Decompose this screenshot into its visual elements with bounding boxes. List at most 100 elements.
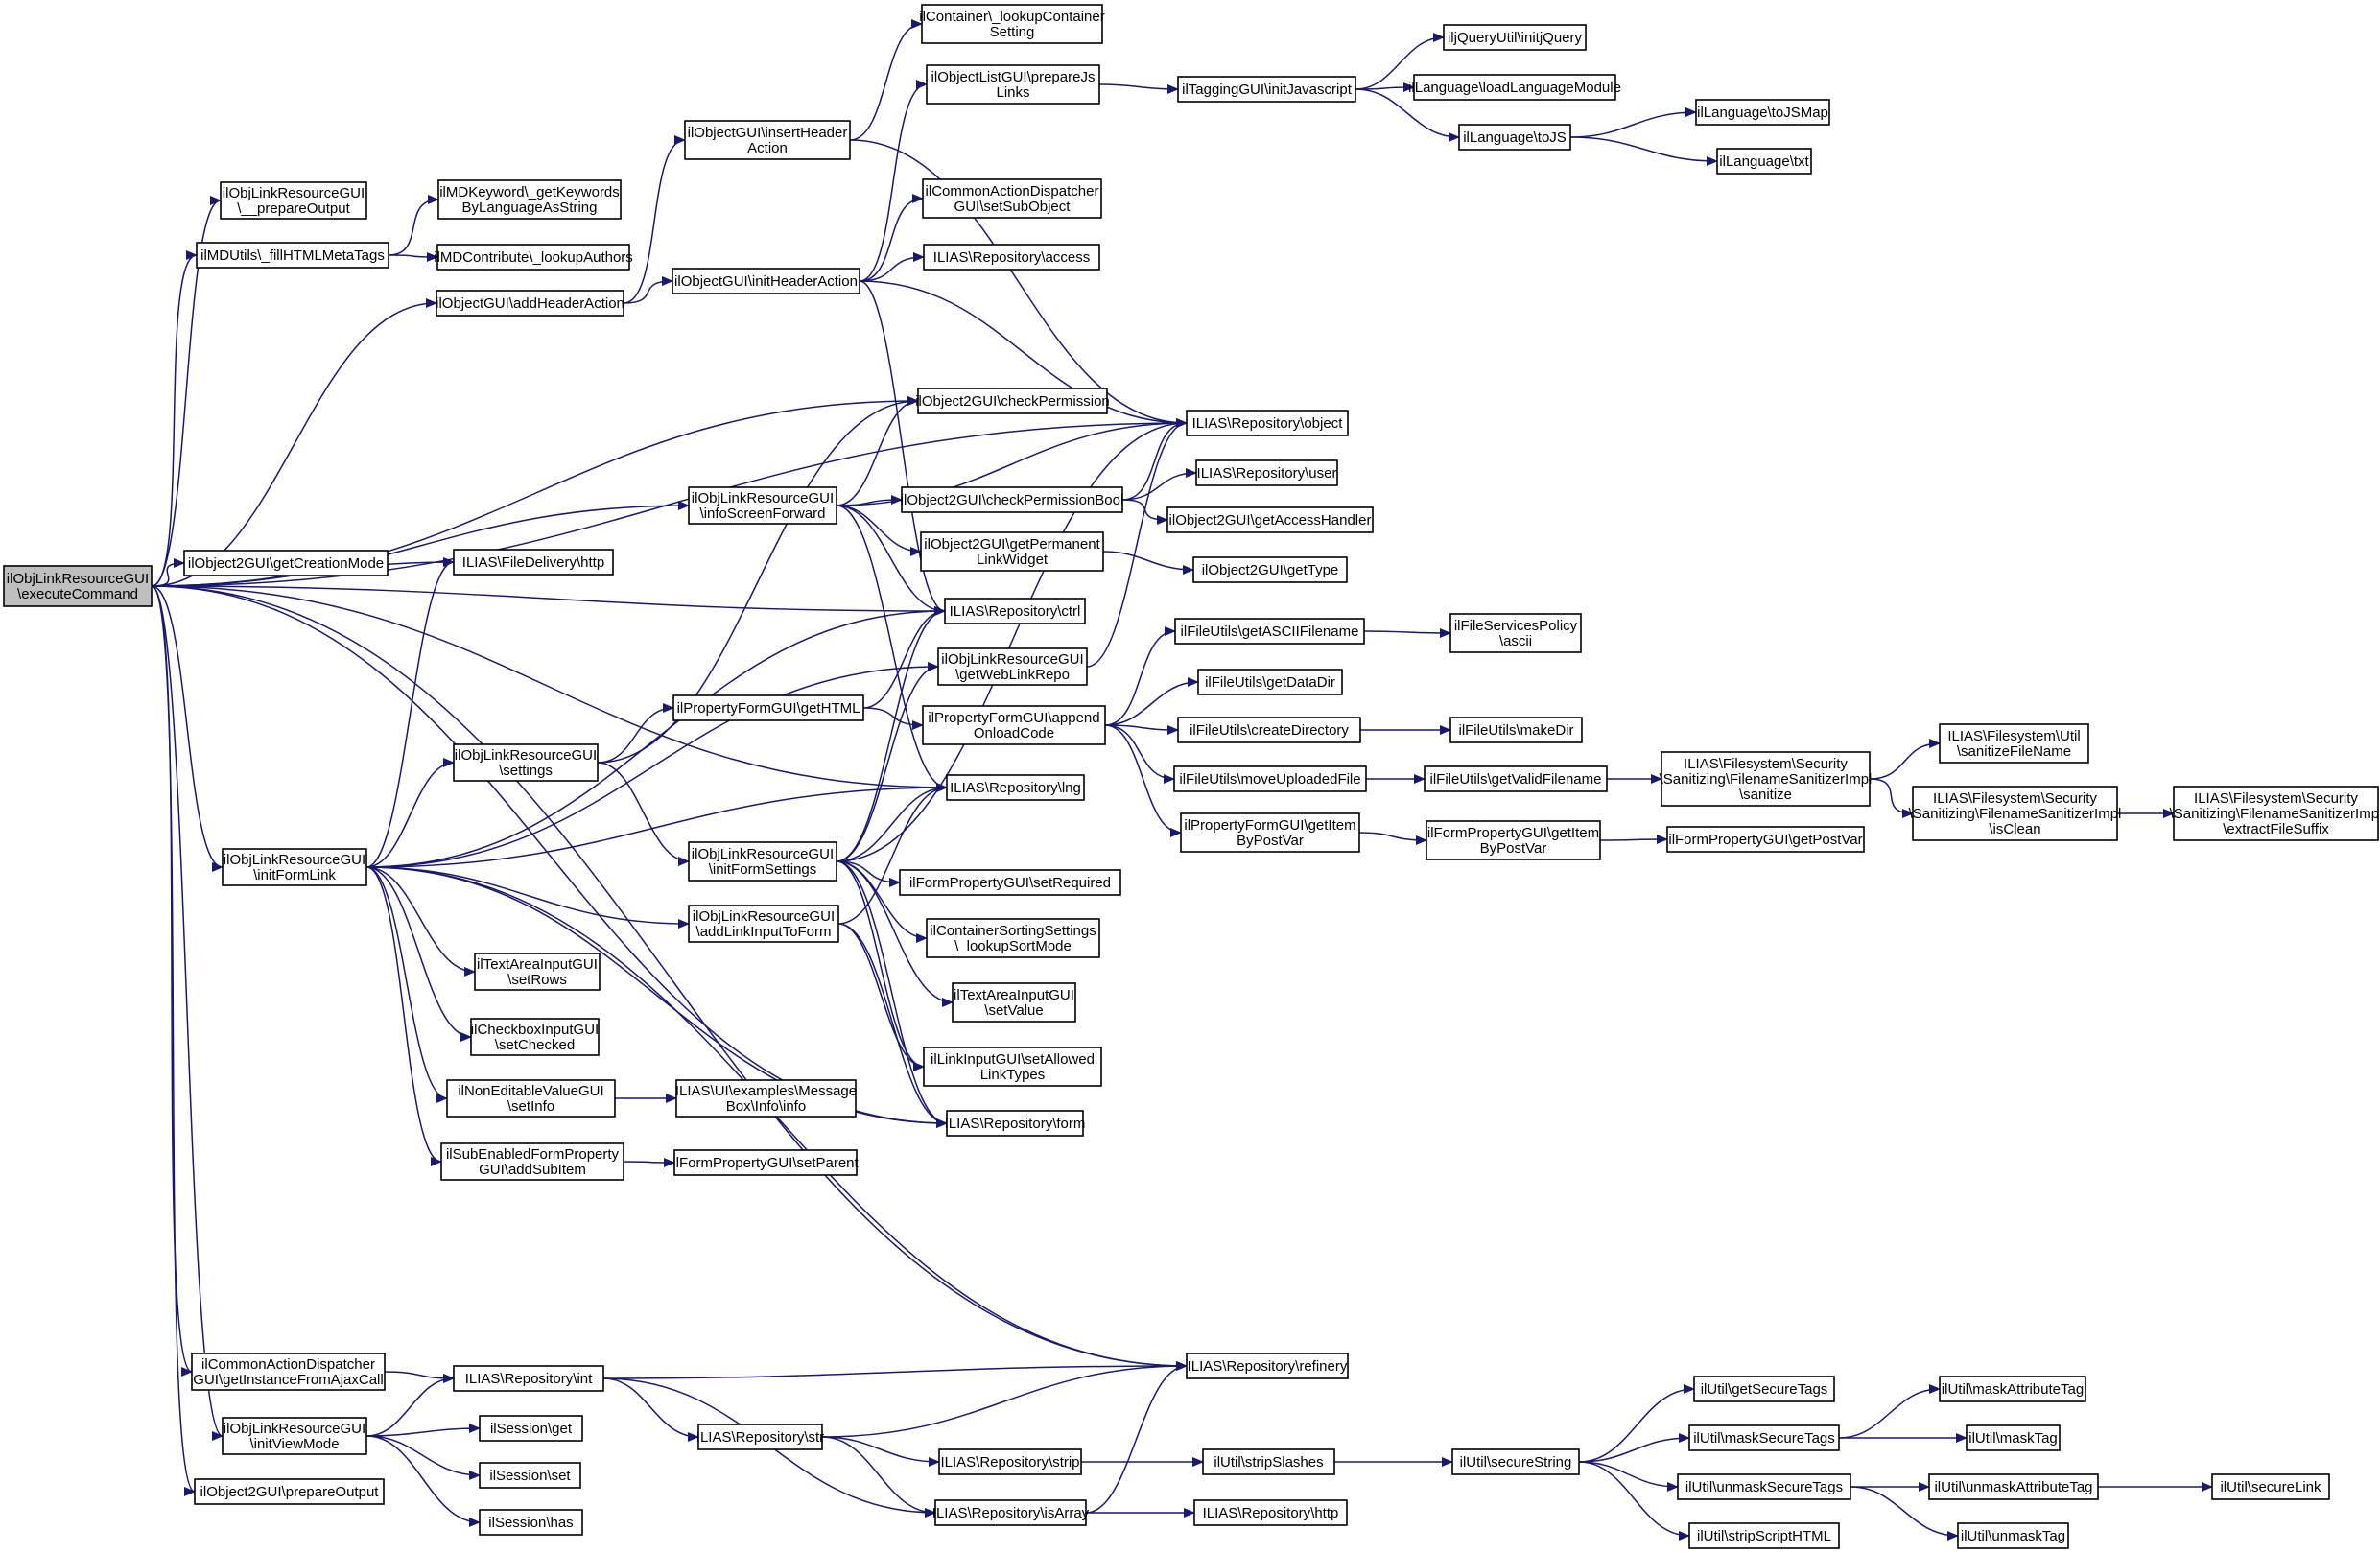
node-addlinkinput[interactable]: ilObjLinkResourceGUI\addLinkInputToForm: [688, 905, 839, 943]
node-box: [672, 694, 864, 721]
node-box: [479, 1462, 581, 1489]
node-maskattr[interactable]: ilUtil\maskAttributeTag: [1939, 1376, 2086, 1402]
node-extractsuffix[interactable]: ILIAS\Filesystem\Security\Sanitizing\Fil…: [2170, 786, 2380, 841]
node-getdatadir[interactable]: ilFileUtils\getDataDir: [1197, 669, 1343, 695]
node-sesshas[interactable]: ilSession\has: [479, 1509, 583, 1536]
node-initheader[interactable]: ilObjectGUI\initHeaderAction: [672, 268, 860, 294]
node-checkperm[interactable]: ilObject2GUI\checkPermission: [915, 388, 1110, 414]
node-nonedit[interactable]: ilNonEditableValueGUI\setInfo: [446, 1079, 616, 1118]
node-box: [1186, 410, 1349, 436]
node-box: [1193, 1499, 1348, 1526]
node-isclean[interactable]: ILIAS\Filesystem\Security\Sanitizing\Fil…: [1909, 786, 2122, 841]
node-checkpermbool[interactable]: ilObject2GUI\checkPermissionBool: [901, 486, 1124, 513]
node-tagging[interactable]: ilTaggingGUI\initJavascript: [1177, 76, 1356, 103]
node-securelink[interactable]: ilUtil\secureLink: [2211, 1473, 2330, 1500]
node-accesshandler[interactable]: ilObject2GUI\getAccessHandler: [1166, 506, 1374, 533]
node-unmasksecure[interactable]: ilUtil\unmaskSecureTags: [1677, 1473, 1851, 1500]
node-reporefinery[interactable]: ILIAS\Repository\refinery: [1186, 1353, 1349, 1379]
node-box: [3, 565, 153, 607]
node-repohttp[interactable]: ILIAS\Repository\http: [1193, 1499, 1348, 1526]
node-repoobject[interactable]: ILIAS\Repository\object: [1186, 410, 1349, 436]
node-stripscript[interactable]: ilUtil\stripScriptHTML: [1688, 1522, 1840, 1549]
node-jquery[interactable]: iljQueryUtil\initjQuery: [1443, 24, 1587, 51]
edge-formpropgetitem-to-getpostvar: [1599, 835, 1668, 845]
node-cadgetinst[interactable]: ilCommonActionDispatcherGUI\getInstanceF…: [191, 1353, 386, 1391]
node-settings[interactable]: ilObjLinkResourceGUI\settings: [453, 743, 599, 782]
node-langtojs[interactable]: ilLanguage\toJS: [1458, 124, 1571, 151]
node-langtxt[interactable]: ilLanguage\txt: [1716, 148, 1812, 175]
node-filedelivery[interactable]: ILIAS\FileDelivery\http: [453, 549, 614, 576]
node-filepolicy[interactable]: ilFileServicesPolicy\ascii: [1449, 613, 1582, 653]
node-repoform[interactable]: ILIAS\Repository\form: [945, 1110, 1086, 1137]
node-mdcontribute[interactable]: ilMDContribute\_lookupAuthors: [434, 244, 633, 271]
node-moveupload[interactable]: ilFileUtils\moveUploadedFile: [1173, 765, 1367, 792]
node-utilstrip[interactable]: ilUtil\stripSlashes: [1202, 1448, 1335, 1475]
node-makedir[interactable]: ilFileUtils\makeDir: [1449, 717, 1583, 743]
node-unmasktag[interactable]: ilUtil\unmaskTag: [1957, 1522, 2069, 1549]
node-label-line: ilSubEnabledFormProperty: [446, 1146, 620, 1163]
node-langtojsmap[interactable]: ilLanguage\toJSMap: [1695, 99, 1830, 126]
node-infoscreen[interactable]: ilObjLinkResourceGUI\infoScreenForward: [688, 486, 837, 525]
node-prepout2[interactable]: ilObjLinkResourceGUI\__prepareOutput: [220, 181, 367, 220]
node-label-line: ilObject2GUI\checkPermission: [915, 393, 1110, 410]
node-mdutils[interactable]: ilMDUtils\_fillHTMLMetaTags: [196, 242, 389, 269]
node-addheader[interactable]: ilObjectGUI\addHeaderAction: [436, 290, 624, 317]
node-sessset[interactable]: ilSession\set: [479, 1462, 581, 1489]
node-sanitize[interactable]: ILIAS\Filesystem\Security\Sanitizing\Fil…: [1660, 751, 1873, 807]
node-initformlink[interactable]: ilObjLinkResourceGUI\initFormLink: [222, 848, 367, 886]
node-setrows[interactable]: ilTextAreaInputGUI\setRows: [474, 953, 601, 991]
node-securestring[interactable]: ilUtil\secureString: [1451, 1448, 1580, 1475]
node-prepareoutput[interactable]: ilObject2GUI\prepareOutput: [194, 1478, 385, 1505]
node-repoisarray[interactable]: ILIAS\Repository\isArray: [932, 1499, 1090, 1526]
node-layer: ilObjLinkResourceGUI\executeCommand ilObj…: [3, 4, 2380, 1549]
node-sessget[interactable]: ilSession\get: [479, 1415, 583, 1442]
node-box: [196, 242, 389, 269]
edge-initformsettings-to-setrequired: [836, 860, 901, 887]
node-initviewmode[interactable]: ilObjLinkResourceGUI\initViewMode: [222, 1417, 367, 1455]
node-masktag[interactable]: ilUtil\maskTag: [1966, 1424, 2061, 1451]
node-repostr[interactable]: ILIAS\Repository\str: [696, 1424, 824, 1450]
node-setchecked[interactable]: ilCheckboxInputGUI\setChecked: [470, 1018, 600, 1056]
node-repoctrl[interactable]: ILIAS\Repository\ctrl: [944, 598, 1086, 624]
node-getvalid[interactable]: ilFileUtils\getValidFilename: [1424, 765, 1608, 792]
node-setrequired[interactable]: ilFormPropertyGUI\setRequired: [899, 869, 1121, 896]
edge-tagging-to-langload: [1355, 82, 1415, 93]
node-repostrip[interactable]: ILIAS\Repository\strip: [938, 1448, 1082, 1475]
node-getweblink[interactable]: ilObjLinkResourceGUI\getWebLinkRepo: [937, 647, 1088, 686]
node-gettype[interactable]: ilObject2GUI\getType: [1192, 556, 1348, 583]
node-getascii[interactable]: ilFileUtils\getASCIIFilename: [1174, 618, 1365, 645]
node-masksecure[interactable]: ilUtil\maskSecureTags: [1688, 1424, 1840, 1451]
node-label-line: ILIAS\UI\examples\Message: [675, 1083, 857, 1099]
node-sanitizefilename[interactable]: ILIAS\Filesystem\Util\sanitizeFileName: [1939, 723, 2089, 764]
node-initformsettings[interactable]: ilObjLinkResourceGUI\initFormSettings: [688, 841, 837, 882]
node-createdir[interactable]: ilFileUtils\createDirectory: [1177, 717, 1361, 743]
node-getsecuretags[interactable]: ilUtil\getSecureTags: [1693, 1376, 1835, 1402]
node-label-line: ilNonEditableValueGUI: [458, 1083, 603, 1099]
node-repoaccess[interactable]: ILIAS\Repository\access: [923, 244, 1100, 271]
node-langload[interactable]: ilLanguage\loadLanguageModule: [1408, 74, 1621, 101]
node-repouser[interactable]: ILIAS\Repository\user: [1195, 459, 1338, 486]
node-execute[interactable]: ilObjLinkResourceGUI\executeCommand: [3, 565, 153, 607]
node-setparent[interactable]: ilFormPropertyGUI\setParent: [672, 1149, 860, 1176]
node-creationmode[interactable]: ilObject2GUI\getCreationMode: [183, 550, 389, 576]
node-unmaskattr[interactable]: ilUtil\unmaskAttributeTag: [1928, 1473, 2099, 1500]
node-propgethtml[interactable]: ilPropertyFormGUI\getHTML: [672, 694, 864, 721]
node-getpostvar[interactable]: ilFormPropertyGUI\getPostVar: [1666, 826, 1865, 853]
node-repoint[interactable]: ILIAS\Repository\int: [453, 1365, 604, 1392]
node-setvalue[interactable]: ilTextAreaInputGUI\setValue: [952, 982, 1076, 1023]
node-sortmode[interactable]: ilContainerSortingSettings\_lookupSortMo…: [926, 918, 1100, 958]
edge-initheader-to-repoctrl: [859, 280, 946, 616]
node-repolng[interactable]: ILIAS\Repository\lng: [946, 774, 1085, 801]
node-mdkeyword[interactable]: ilMDKeyword\_getKeywordsByLanguageAsStri…: [437, 179, 622, 220]
